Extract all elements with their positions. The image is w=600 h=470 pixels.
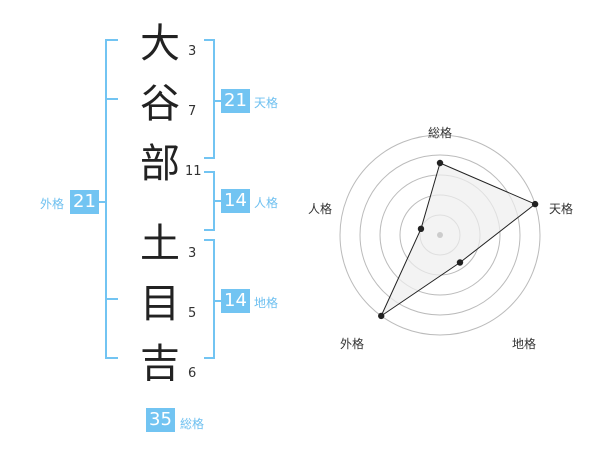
chikaku-label: 地格: [254, 296, 279, 310]
radar-polygon: [380, 162, 537, 318]
name-char-4: 土: [140, 221, 180, 267]
radar-point-jinkaku: [417, 225, 425, 233]
name-char-3: 部: [140, 141, 180, 187]
radar-ring: [339, 134, 541, 336]
stroke-count-2: 7: [188, 104, 197, 119]
gaikaku-label: 外格: [40, 197, 65, 211]
chikaku-value: 14: [221, 289, 250, 313]
radar-ring: [359, 154, 521, 316]
radar-point-soukaku: [436, 159, 444, 167]
name-char-1: 大: [140, 21, 180, 67]
stroke-count-5: 5: [188, 306, 197, 321]
stroke-count-6: 6: [188, 366, 197, 381]
stroke-count-4: 3: [188, 246, 197, 261]
tenkaku-bracket: [204, 39, 215, 159]
name-char-5: 目: [140, 281, 180, 327]
radar-label-gaikaku: 外格: [340, 337, 365, 351]
gaikaku-value: 21: [70, 190, 99, 214]
jinkaku-value: 14: [221, 189, 250, 213]
stroke-count-1: 3: [188, 44, 197, 59]
radar-label-soukaku: 総格: [428, 126, 453, 140]
radar-center-dot: [437, 232, 443, 238]
radar-point-gaikaku: [378, 312, 385, 320]
tenkaku-label: 天格: [254, 96, 279, 110]
name-char-2: 谷: [140, 81, 180, 127]
chikaku-bracket: [204, 239, 215, 359]
jinkaku-label: 人格: [254, 196, 279, 210]
tenkaku-value: 21: [221, 89, 250, 113]
radar-point-tenkaku: [531, 200, 539, 208]
name-char-6: 吉: [140, 341, 180, 387]
radar-label-tenkaku: 天格: [549, 202, 574, 216]
soukaku-value: 35: [146, 408, 175, 432]
radar-point-chikaku: [456, 259, 464, 266]
soukaku-label: 総格: [180, 417, 205, 431]
gaikaku-bracket: [105, 39, 118, 359]
radar-label-jinkaku: 人格: [308, 202, 333, 216]
radar-label-chikaku: 地格: [512, 337, 537, 351]
stroke-count-3: 11: [185, 164, 202, 179]
